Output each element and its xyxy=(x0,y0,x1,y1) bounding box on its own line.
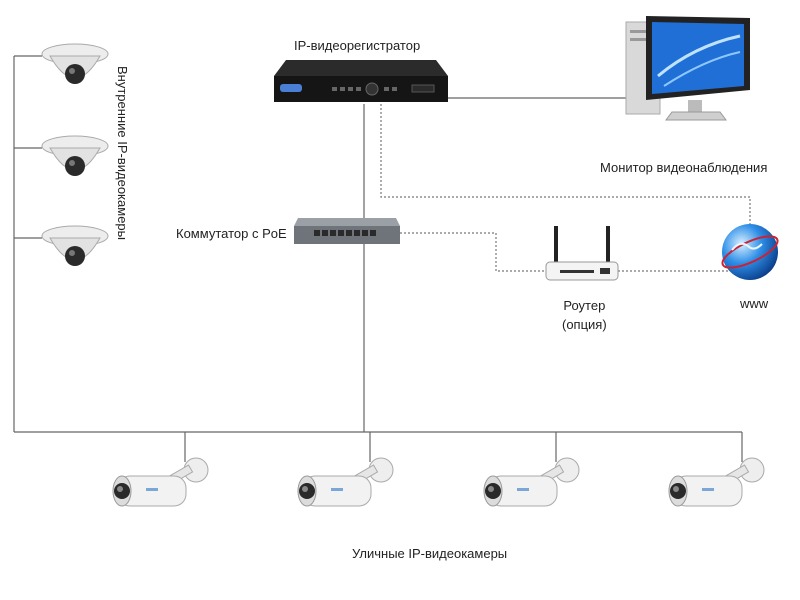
router-label-line2: (опция) xyxy=(562,317,607,332)
indoor-cameras-label: Внутренние IP-видеокамеры xyxy=(115,66,130,240)
switch-icon xyxy=(294,218,400,244)
bullet-camera-2 xyxy=(293,456,397,523)
bullet-camera-1 xyxy=(108,456,212,523)
router-label: Роутер (опция) xyxy=(562,296,607,334)
nvr-device xyxy=(272,58,450,111)
monitor-icon xyxy=(625,16,750,121)
monitor-label: Монитор видеонаблюдения xyxy=(600,160,768,175)
dome-camera-icon xyxy=(41,135,109,176)
switch-router-wire xyxy=(400,232,546,272)
switch-label: Коммутатор с PoE xyxy=(176,226,287,241)
router-label-line1: Роутер xyxy=(563,298,606,313)
router-device xyxy=(544,226,620,291)
dome-camera-3 xyxy=(40,224,110,277)
dome-camera-1 xyxy=(40,42,110,95)
nvr-label: IP-видеорегистратор xyxy=(294,38,421,53)
bullet-camera-icon xyxy=(483,457,580,507)
dome-camera-2 xyxy=(40,134,110,187)
nvr-internet-wire xyxy=(380,104,751,228)
switch-device xyxy=(292,218,402,253)
bullet-camera-icon xyxy=(297,457,394,507)
bullet-camera-icon xyxy=(668,457,765,507)
outdoor-cameras-label: Уличные IP-видеокамеры xyxy=(352,546,508,561)
bullet-camera-4 xyxy=(664,456,768,523)
internet-device xyxy=(718,220,784,291)
bullet-camera-icon xyxy=(112,457,209,507)
dome-camera-icon xyxy=(41,43,109,84)
router-icon xyxy=(545,226,619,281)
router-internet-wire xyxy=(618,262,731,272)
monitor-device xyxy=(624,16,752,127)
bullet-camera-3 xyxy=(479,456,583,523)
internet-label: www xyxy=(740,296,769,311)
dome-camera-icon xyxy=(41,225,109,266)
nvr-icon xyxy=(274,60,448,102)
globe-icon xyxy=(721,224,779,280)
